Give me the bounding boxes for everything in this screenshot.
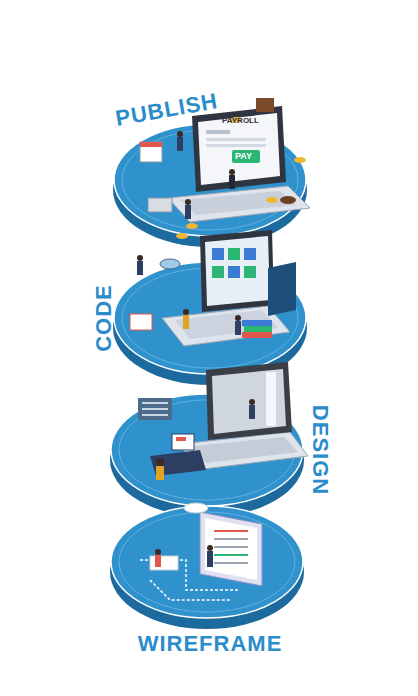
code-illustration: [130, 230, 296, 346]
screen-text: PAYROLL: [222, 117, 259, 125]
stage-label: CODE: [93, 284, 115, 352]
wireframe-illustration: [140, 503, 262, 600]
stage-label: WIREFRAME: [138, 633, 283, 655]
screen-text: PAY: [235, 152, 252, 161]
publish-illustration: [140, 98, 310, 239]
design-illustration: [138, 362, 308, 480]
stage-label: DESIGN: [309, 405, 331, 495]
